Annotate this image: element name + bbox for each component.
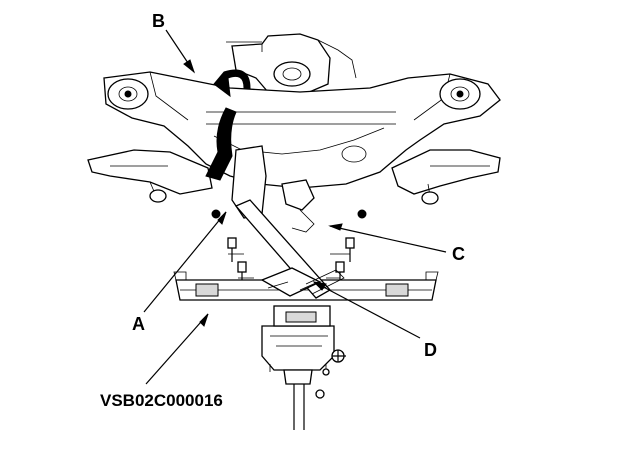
callout-a: A: [132, 314, 145, 334]
leader-c: [329, 225, 447, 253]
subframe: [87, 33, 501, 233]
bolt: [345, 237, 355, 262]
leader-d: [313, 281, 421, 339]
transmission-jack: [261, 305, 346, 430]
bolt: [227, 237, 237, 262]
callout-d: D: [424, 340, 437, 360]
reference-code: VSB02C000016: [100, 391, 223, 410]
leader-lines: [143, 29, 447, 385]
leader-a: [143, 211, 227, 313]
subframe-adapter: [173, 199, 439, 301]
support-bolts: [227, 237, 355, 282]
bolt: [237, 261, 247, 282]
callout-c: C: [452, 244, 465, 264]
callout-b: B: [152, 11, 165, 31]
leader-ref: [145, 313, 209, 385]
